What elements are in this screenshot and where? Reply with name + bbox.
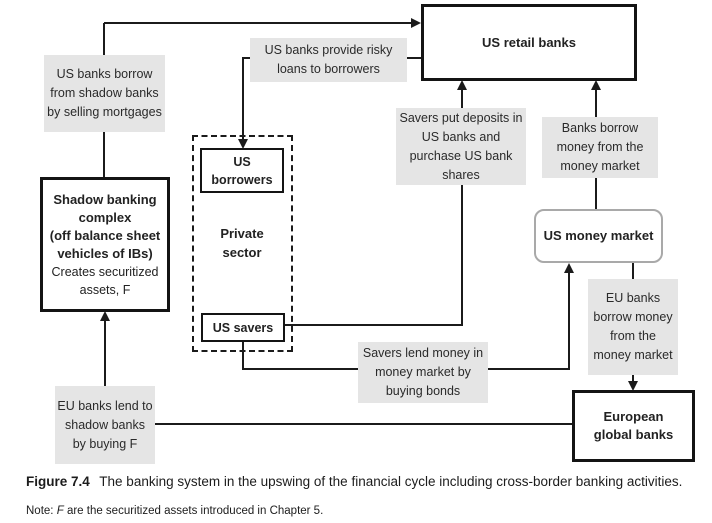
flow-label-eu-lend-shadow: EU banks lend to shadow banks by buying … — [55, 386, 155, 464]
figure-caption-text: The banking system in the upswing of the… — [99, 474, 683, 489]
connector-savers-deposits-line — [461, 87, 463, 326]
shadow-banking-box: Shadow banking complex (off balance shee… — [40, 177, 170, 312]
connector-savers-bottom-line — [242, 339, 244, 370]
shadow-banking-note: Creates securitized assets, F — [51, 264, 159, 297]
us-savers-box: US savers — [201, 313, 285, 342]
figure-note-prefix: Note: — [26, 505, 54, 517]
flow-label-risky-loans: US banks provide risky loans to borrower… — [250, 38, 407, 82]
arrowhead-into-moneymarket-bottom — [564, 263, 574, 273]
shadow-banking-subtitle: (off balance sheet vehicles of IBs) — [49, 227, 161, 261]
arrowhead-into-retail-bottom-right — [591, 80, 601, 90]
private-sector-label-text: Private sector — [220, 226, 264, 260]
us-retail-banks-box: US retail banks — [421, 4, 637, 81]
flow-label-savers-deposits-text: Savers put deposits in US banks and purc… — [399, 110, 523, 182]
us-retail-banks-label: US retail banks — [482, 34, 576, 50]
arrowhead-into-euro-top — [628, 381, 638, 391]
flow-label-eu-lend-shadow-text: EU banks lend to shadow banks by buying … — [57, 398, 153, 451]
arrowhead-into-retail-left — [411, 18, 421, 28]
figure-note-f: F — [56, 505, 64, 517]
arrowhead-into-shadow-bottom — [100, 311, 110, 321]
connector-lend-up-to-mm-line — [568, 270, 570, 370]
flow-label-borrow-shadow: US banks borrow from shadow banks by sel… — [44, 55, 165, 132]
flow-label-savers-lend-mm-text: Savers lend money in money market by buy… — [362, 346, 484, 398]
figure-caption: Figure 7.4 The banking system in the ups… — [26, 474, 682, 489]
private-sector-container — [192, 135, 293, 352]
flow-label-banks-borrow-mm-text: Banks borrow money from the money market — [556, 121, 644, 173]
us-money-market-label: US money market — [543, 228, 654, 243]
european-global-banks-label: European global banks — [593, 409, 674, 442]
shadow-banking-title: Shadow banking complex — [53, 191, 157, 225]
us-savers-label: US savers — [212, 320, 274, 335]
flow-label-borrow-shadow-text: US banks borrow from shadow banks by sel… — [47, 67, 162, 119]
arrowhead-into-borrowers-top — [238, 139, 248, 149]
connector-eulend-up-line — [104, 318, 106, 425]
connector-top-to-retail-line — [104, 22, 412, 24]
connector-riskyloans-down-line — [242, 58, 244, 140]
european-global-banks-box: European global banks — [572, 390, 695, 462]
us-borrowers-label: US borrowers — [211, 154, 273, 187]
flow-label-eu-borrow-mm-text: EU banks borrow money from the money mar… — [593, 291, 673, 362]
figure-note: Note: F are the securitized assets intro… — [26, 505, 323, 517]
flow-label-banks-borrow-mm: Banks borrow money from the money market — [542, 117, 658, 178]
connector-euro-to-shadow-line — [104, 423, 574, 425]
figure-caption-number: Figure 7.4 — [26, 474, 90, 489]
private-sector-label: Private sector — [207, 224, 277, 262]
flow-label-eu-borrow-mm: EU banks borrow money from the money mar… — [588, 279, 678, 375]
flow-label-risky-loans-text: US banks provide risky loans to borrower… — [264, 43, 393, 76]
us-money-market-box: US money market — [534, 209, 663, 263]
figure-note-text: are the securitized assets introduced in… — [66, 505, 324, 517]
connector-savers-right-line — [284, 324, 463, 326]
flow-label-savers-deposits: Savers put deposits in US banks and purc… — [396, 108, 526, 185]
flow-label-savers-lend-mm: Savers lend money in money market by buy… — [358, 342, 488, 403]
arrowhead-into-retail-bottom-left — [457, 80, 467, 90]
us-borrowers-box: US borrowers — [200, 148, 284, 193]
